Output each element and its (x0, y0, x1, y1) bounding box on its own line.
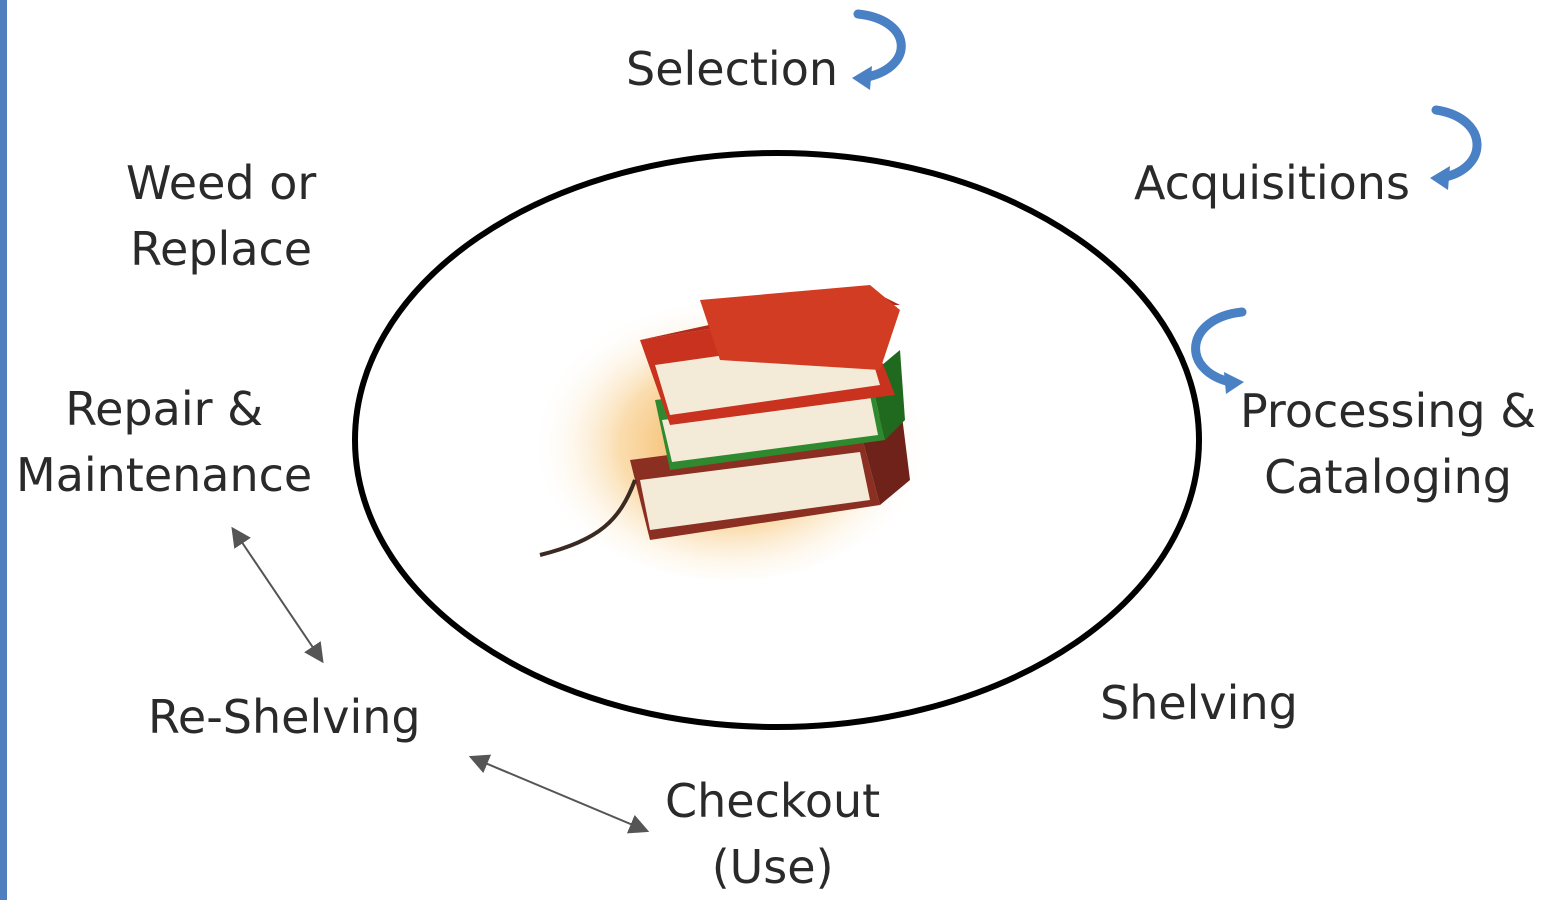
stage-label: (Use) (711, 840, 834, 894)
stage-acquisitions: Acquisitions (1134, 150, 1410, 216)
curved-arrow-icon (1191, 307, 1247, 394)
stage-label: Processing & (1240, 384, 1537, 438)
stage-label: Acquisitions (1134, 156, 1410, 210)
stage-label: Weed or (126, 156, 317, 210)
stage-label: Checkout (665, 774, 881, 828)
double-arrow-icon (231, 526, 324, 664)
stage-label: Shelving (1100, 676, 1298, 730)
curved-arrow-icon (1430, 105, 1482, 190)
book-stack-icon (530, 280, 930, 580)
left-border (0, 0, 7, 900)
stage-processing-cataloging: Processing & Cataloging (1240, 378, 1536, 510)
stage-label: Cataloging (1264, 450, 1512, 504)
stage-shelving: Shelving (1100, 670, 1298, 736)
double-arrow-icon (468, 754, 650, 834)
stage-label: Selection (626, 42, 838, 96)
stage-label: Repair & (65, 382, 264, 436)
stage-checkout: Checkout (Use) (665, 768, 880, 900)
curved-arrow-icon (852, 9, 906, 90)
stage-label: Re-Shelving (148, 690, 421, 744)
lifecycle-ellipse (352, 150, 1202, 730)
stage-label: Replace (130, 222, 313, 276)
stage-reshelving: Re-Shelving (148, 684, 421, 750)
stage-selection: Selection (626, 36, 838, 102)
stage-label: Maintenance (16, 448, 313, 502)
stage-repair-maintenance: Repair & Maintenance (16, 376, 312, 508)
stage-weed-replace: Weed or Replace (126, 150, 316, 282)
